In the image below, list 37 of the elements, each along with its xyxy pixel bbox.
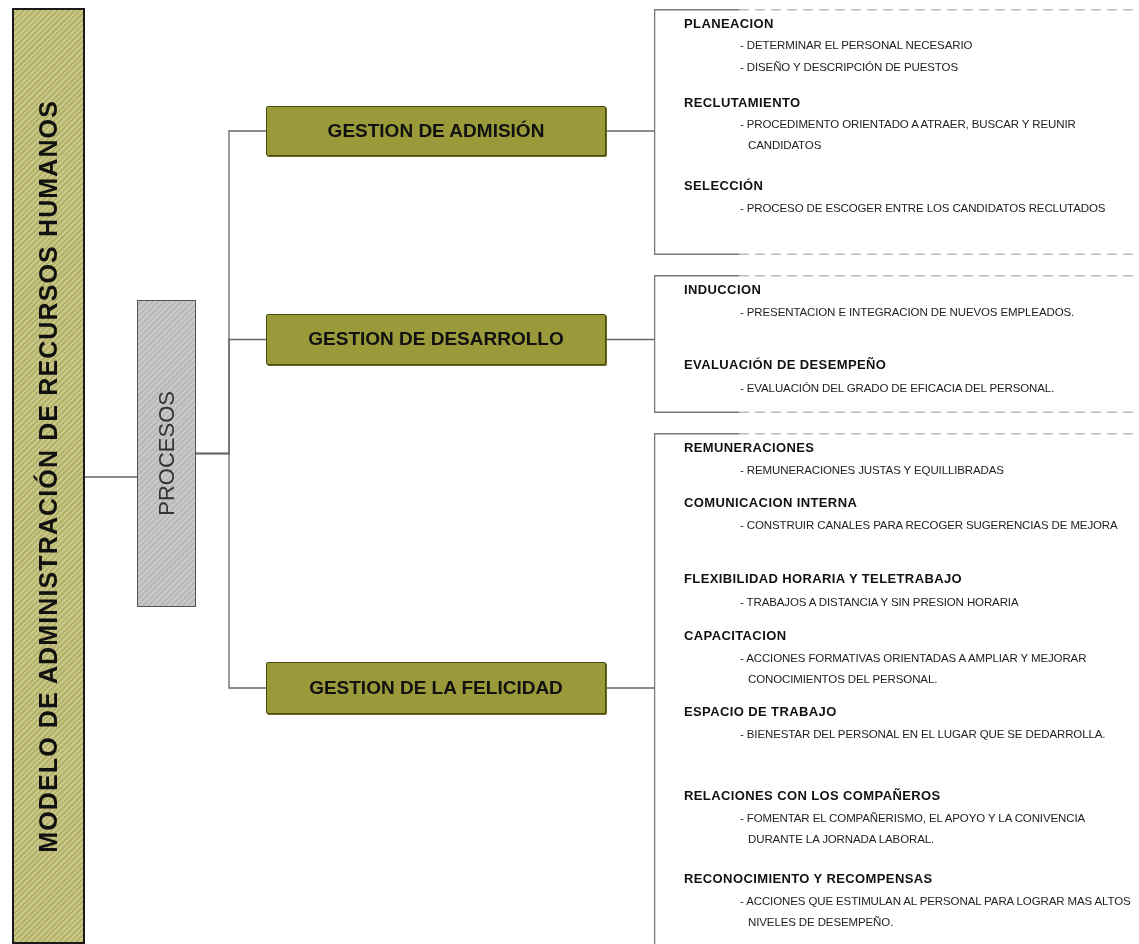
section-heading: ESPACIO DE TRABAJO	[684, 703, 837, 721]
connector-line	[605, 687, 655, 689]
description-text: - ACCIONES QUE ESTIMULAN AL PERSONAL PARA LOGRAR MAS ALTOS NIVELES DE DESEMPEÑO.	[740, 894, 1132, 930]
process-box: GESTION DE LA FELICIDAD	[266, 662, 606, 714]
section-heading: RECONOCIMIENTO Y RECOMPENSAS	[684, 870, 933, 888]
description-text: - PROCESO DE ESCOGER ENTRE LOS CANDIDATOS RECLUTADOS	[740, 201, 1107, 216]
section-heading: COMUNICACION INTERNA	[684, 494, 858, 512]
description-text: - TRABAJOS A DISTANCIA Y SIN PRESION HORARIA	[740, 595, 1020, 610]
description-text: - ACCIONES FORMATIVAS ORIENTADAS A AMPLIAR Y MEJORAR CONOCIMIENTOS DEL PERSONAL.	[740, 651, 1088, 687]
process-box: GESTION DE DESARROLLO	[266, 314, 606, 365]
vertical-title: MODELO DE ADMINISTRACIÓN DE RECURSOS HUMANOS	[32, 99, 63, 853]
description-text: - PROCEDIMENTO ORIENTADO A ATRAER, BUSCAR Y REUNIR CANDIDATOS	[740, 117, 1077, 153]
process-box: GESTION DE ADMISIÓN	[266, 106, 606, 156]
section-heading: PLANEACION	[684, 15, 774, 33]
process-box	[137, 300, 196, 607]
section-heading: RELACIONES CON LOS COMPAÑEROS	[684, 787, 941, 805]
section-heading: EVALUACIÓN DE DESEMPEÑO	[684, 356, 887, 374]
section-heading: SELECCIÓN	[684, 177, 764, 195]
process-label: PROCESOS	[153, 391, 180, 516]
description-text: - DISEÑO Y DESCRIPCIÓN DE PUESTOS	[740, 60, 959, 75]
connector-line	[84, 476, 138, 478]
section-heading: CAPACITACION	[684, 627, 787, 645]
section-heading: INDUCCION	[684, 281, 762, 299]
description-text: - PRESENTACION E INTEGRACION DE NUEVOS EMPLEADOS.	[740, 305, 1076, 320]
description-text: - REMUNERACIONES JUSTAS Y EQUILLIBRADAS	[740, 463, 1005, 478]
description-text: - FOMENTAR EL COMPAÑERISMO, EL APOYO Y LA CONIVENCIA DURANTE LA JORNADA LABORAL.	[740, 811, 1086, 847]
connector-line	[605, 130, 655, 132]
title-bar	[12, 8, 85, 944]
description-text: - CONSTRUIR CANALES PARA RECOGER SUGERENCIAS DE MEJORA	[740, 518, 1119, 533]
connector-line	[195, 452, 267, 689]
section-heading: FLEXIBILIDAD HORARIA Y TELETRABAJO	[684, 570, 963, 588]
connector-line	[605, 338, 655, 341]
description-text: - EVALUACIÓN DEL GRADO DE EFICACIA DEL PERSONAL.	[740, 381, 1056, 396]
description-text: - BIENESTAR DEL PERSONAL EN EL LUGAR QUE SE DEDARROLLA.	[740, 727, 1107, 742]
section-heading: RECLUTAMIENTO	[684, 94, 801, 112]
section-heading: REMUNERACIONES	[684, 439, 815, 457]
description-text: - DETERMINAR EL PERSONAL NECESARIO	[740, 38, 974, 53]
